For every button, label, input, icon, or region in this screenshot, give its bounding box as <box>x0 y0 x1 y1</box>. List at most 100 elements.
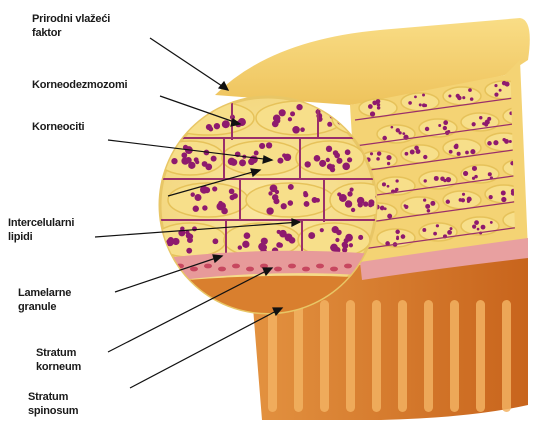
nmf-dot <box>419 103 422 106</box>
nmf-dot <box>229 189 235 195</box>
spinosum-column <box>346 300 355 412</box>
label-line: lipidi <box>8 230 74 244</box>
nmf-dot <box>191 192 195 196</box>
nmf-dot <box>230 159 237 166</box>
nmf-dot <box>254 151 259 156</box>
nmf-dot <box>248 158 255 165</box>
nmf-dot <box>363 201 368 206</box>
nmf-dot <box>430 201 435 206</box>
nmf-dot <box>501 197 506 202</box>
nmf-dot <box>529 212 534 217</box>
lamellar-granule <box>288 264 296 269</box>
label-line: Korneodezmozomi <box>32 78 127 92</box>
nmf-dot <box>501 191 506 196</box>
nmf-dot <box>326 146 332 152</box>
nmf-dot <box>277 230 281 234</box>
spinosum-column <box>268 300 277 412</box>
lamellar-granule <box>232 264 240 269</box>
nmf-dot <box>351 208 355 212</box>
nmf-dot <box>315 198 319 202</box>
spinosum-column <box>372 300 381 412</box>
nmf-dot <box>358 202 363 207</box>
nmf-dot <box>449 150 453 154</box>
nmf-dot <box>182 112 187 117</box>
nmf-dot <box>296 104 302 110</box>
nmf-dot <box>376 99 381 104</box>
nmf-dot <box>446 200 450 204</box>
label-line: Intercelularni <box>8 216 74 230</box>
nmf-dot <box>281 203 287 209</box>
nmf-dot <box>272 194 278 200</box>
nmf-dot <box>288 200 294 206</box>
nmf-dot <box>479 116 482 119</box>
lamellar-granule <box>274 267 282 272</box>
nmf-dot <box>244 232 251 239</box>
nmf-dot <box>370 152 373 155</box>
nmf-dot <box>489 195 493 199</box>
nmf-dot <box>404 204 407 207</box>
nmf-dot <box>242 241 249 248</box>
nmf-dot <box>422 94 425 97</box>
nmf-dot <box>487 141 492 146</box>
lamellar-granule <box>246 267 254 272</box>
nmf-dot <box>334 153 340 159</box>
nmf-dot <box>391 126 394 129</box>
label-line: faktor <box>32 26 110 40</box>
nmf-dot <box>268 191 272 195</box>
nmf-dot <box>178 116 183 121</box>
spinosum-column <box>424 300 433 412</box>
nmf-dot <box>386 155 391 160</box>
label-stratum-korneum: Stratum korneum <box>36 346 81 374</box>
nmf-dot <box>282 153 286 157</box>
nmf-dot <box>532 167 535 170</box>
corneocyte <box>443 139 481 157</box>
nmf-dot <box>463 171 468 176</box>
nmf-dot <box>168 237 174 243</box>
nmf-dot <box>488 172 492 176</box>
nmf-dot <box>345 234 353 242</box>
nmf-dot <box>345 200 352 207</box>
nmf-dot <box>502 81 507 86</box>
nmf-dot <box>335 238 339 242</box>
nmf-dot <box>405 152 409 156</box>
nmf-dot <box>423 155 427 159</box>
lamellar-granule <box>218 267 226 272</box>
nmf-dot <box>467 200 470 203</box>
nmf-dot <box>395 179 398 182</box>
nmf-dot <box>289 237 296 244</box>
label-lamelarne-granule: Lamelarne granule <box>18 286 71 314</box>
nmf-dot <box>303 192 308 197</box>
label-line: granule <box>18 300 71 314</box>
nmf-dot <box>455 144 459 148</box>
nmf-dot <box>186 248 192 254</box>
nmf-dot <box>526 113 529 116</box>
nmf-dot <box>377 151 381 155</box>
nmf-dot <box>192 226 197 231</box>
nmf-dot <box>331 164 335 168</box>
nmf-dot <box>279 109 286 116</box>
nmf-dot <box>462 96 465 99</box>
label-line: Stratum <box>36 346 81 360</box>
nmf-dot <box>214 123 220 129</box>
nmf-dot <box>270 184 278 192</box>
nmf-dot <box>212 238 218 244</box>
nmf-dot <box>277 158 283 164</box>
nmf-dot <box>434 176 439 181</box>
nmf-dot <box>477 228 480 231</box>
nmf-dot <box>304 201 310 207</box>
nmf-dot <box>493 140 498 145</box>
nmf-dot <box>528 221 533 226</box>
lamellar-granule <box>204 264 212 269</box>
nmf-dot <box>342 163 350 171</box>
label-intercelularni-lipidi: Intercelularni lipidi <box>8 216 74 244</box>
nmf-dot <box>204 187 210 193</box>
nmf-dot <box>187 237 193 243</box>
nmf-dot <box>216 203 224 211</box>
nmf-dot <box>443 120 448 125</box>
label-line: Prirodni vlažeći <box>32 12 110 26</box>
nmf-dot <box>288 184 294 190</box>
label-line: spinosum <box>28 404 78 418</box>
nmf-dot <box>459 198 463 202</box>
nmf-dot <box>470 97 474 101</box>
nmf-dot <box>345 149 351 155</box>
